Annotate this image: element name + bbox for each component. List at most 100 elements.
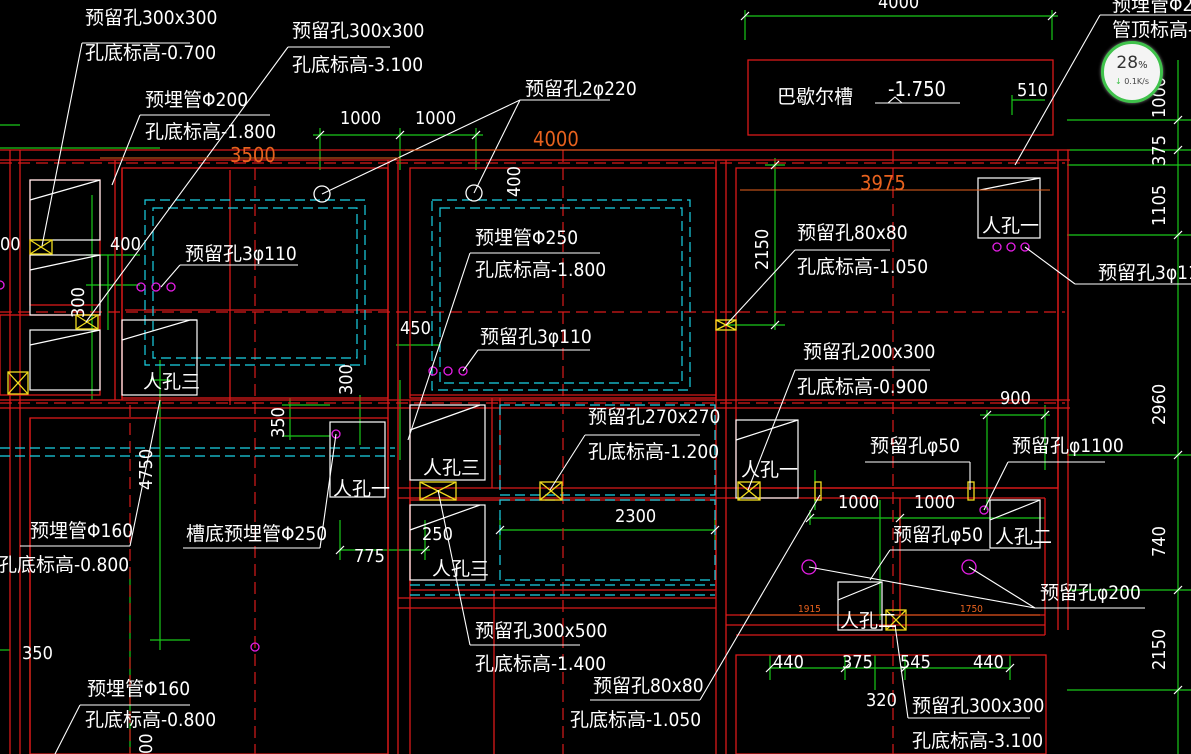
label-manhole-3-a: 人孔三	[143, 371, 200, 393]
dim-3500: 3500	[230, 143, 276, 167]
dim-3975: 3975	[860, 171, 906, 195]
label-elev-0800-b: 孔底标高-0.800	[85, 709, 216, 731]
dim-00: 00	[0, 234, 21, 255]
structure-walls	[0, 59, 1070, 754]
label-hole-300x300-c: 预留孔300x300	[912, 695, 1044, 717]
dim-545: 545	[900, 652, 931, 673]
dim-2300: 2300	[615, 506, 656, 527]
dim-1750: 1750	[960, 604, 983, 615]
label-pipe-160-b: 预埋管Φ160	[87, 678, 190, 700]
center-lines	[0, 150, 1065, 754]
label-hole-200x300: 预留孔200x300	[803, 341, 935, 363]
label-hole-300x300-a: 预留孔300x300	[85, 7, 217, 29]
label-pasteur-tank: 巴歇尔槽	[777, 86, 853, 108]
dimension-lines	[0, 10, 1191, 754]
dim-350-a: 350	[268, 407, 289, 438]
label-elev-3100-a: 孔底标高-3.100	[292, 54, 423, 76]
dim-375-r: 375	[1149, 135, 1170, 166]
label-pipe-250-top: 预埋管Φ250	[1112, 0, 1191, 16]
dim-2960: 2960	[1149, 384, 1170, 425]
dim-440-b: 440	[973, 652, 1004, 673]
label-elev-0800-a: 孔底标高-0.800	[0, 554, 129, 576]
dim-510: 510	[1017, 80, 1048, 101]
leader-lines	[20, 14, 1191, 754]
speed-percent-unit: %	[1138, 60, 1148, 71]
label-elev-1050-b: 孔底标高-1.050	[570, 709, 701, 731]
label-elev-0900: 孔底标高-0.900	[797, 376, 928, 398]
label-manhole-2-a: 人孔二	[995, 526, 1052, 548]
dim-300-b: 300	[336, 364, 357, 395]
magenta-holes	[0, 242, 1030, 652]
label-manhole-3-b: 人孔三	[423, 457, 480, 479]
dim-1000-b: 1000	[415, 108, 456, 129]
label-hole-2x220: 预留孔2φ220	[525, 78, 637, 100]
orange-dim-lines	[100, 149, 1050, 616]
label-manhole-2-b: 人孔二	[840, 610, 897, 632]
download-arrow-icon: ↓	[1114, 77, 1122, 86]
label-manhole-1-c: 人孔一	[982, 215, 1039, 237]
dim-4750: 4750	[136, 449, 157, 490]
dim-400-b: 400	[504, 166, 525, 197]
label-hole-80x80-a: 预留孔80x80	[797, 222, 908, 244]
dim-4000-top: 4000	[878, 0, 919, 13]
label-hole-phi50-a: 预留孔φ50	[870, 435, 960, 457]
dim-440-a: 440	[773, 652, 804, 673]
label-hole-300x300-b: 预留孔300x300	[292, 20, 424, 42]
label-hole-3x110-c: 预留孔3φ110	[1098, 262, 1191, 284]
network-speed-widget[interactable]: 28% ↓ 0.1K/s	[1101, 41, 1163, 103]
dim-1000-c: 1000	[838, 492, 879, 513]
label-elev-1800-b: 孔底标高-1.800	[475, 259, 606, 281]
label-manhole-3-c: 人孔三	[432, 558, 489, 580]
dim-fragment: 00	[136, 733, 157, 754]
label-hole-3x110-b: 预留孔3φ110	[480, 326, 592, 348]
manholes	[29, 177, 1041, 631]
dim-775: 775	[354, 546, 385, 567]
label-elev-1050-a: 孔底标高-1.050	[797, 256, 928, 278]
label-hole-270x270: 预留孔270x270	[588, 406, 720, 428]
label-elev-0700: 孔底标高-0.700	[85, 42, 216, 64]
dim-250: 250	[422, 524, 453, 545]
dim-375: 375	[842, 652, 873, 673]
label-hole-80x80-b: 预留孔80x80	[593, 675, 704, 697]
yellow-x-marks	[7, 239, 975, 631]
label-pipe-200: 预埋管Φ200	[145, 89, 248, 111]
dim-4000-mid: 4000	[533, 127, 579, 151]
dim-2150-a: 2150	[752, 229, 773, 270]
speed-percent-row: 28%	[1104, 54, 1160, 75]
label-hole-300x500: 预留孔300x500	[475, 620, 607, 642]
dim-2150-b: 2150	[1149, 629, 1170, 670]
label-hole-phi200: 预留孔φ200	[1040, 582, 1141, 604]
label-elev-1800-a: 孔底标高-1.800	[145, 121, 276, 143]
label-elev-3100-b: 孔底标高-3.100	[912, 730, 1043, 752]
speed-rate-row: ↓ 0.1K/s	[1104, 77, 1160, 86]
dim-350-b: 350	[22, 643, 53, 664]
dim-900: 900	[1000, 388, 1031, 409]
label-pasteur-elev: -1.750	[888, 77, 946, 101]
label-pipe-160-a: 预埋管Φ160	[30, 520, 133, 542]
label-hole-3x110-a: 预留孔3φ110	[185, 243, 297, 265]
label-hole-phi50-b: 预留孔φ50	[893, 524, 983, 546]
dim-1105: 1105	[1149, 185, 1170, 226]
label-manhole-1-b: 人孔一	[741, 459, 798, 481]
label-hole-phi1100: 预留孔φ1100	[1012, 435, 1124, 457]
cyan-dashed-lines	[0, 199, 716, 596]
label-slot-pipe-250: 槽底预埋管Φ250	[186, 523, 327, 545]
speed-percent: 28	[1116, 53, 1139, 73]
dim-1915: 1915	[798, 604, 821, 615]
speed-rate: 0.1K/s	[1124, 77, 1150, 86]
dim-400-a: 400	[110, 234, 141, 255]
dim-450: 450	[400, 318, 431, 339]
label-pipe-250: 预埋管Φ250	[475, 227, 578, 249]
dim-300-a: 300	[68, 287, 89, 318]
label-manhole-1-a: 人孔一	[333, 478, 390, 500]
dimension-ticks	[315, 11, 1183, 695]
label-elev-1200: 孔底标高-1.200	[588, 441, 719, 463]
dim-1000-a: 1000	[340, 108, 381, 129]
dim-320: 320	[866, 690, 897, 711]
label-pipe-top-elev: 管顶标高-0.9	[1112, 19, 1191, 41]
label-elev-1400: 孔底标高-1.400	[475, 653, 606, 675]
pipe-circles	[313, 184, 483, 203]
dim-1000-d: 1000	[914, 492, 955, 513]
